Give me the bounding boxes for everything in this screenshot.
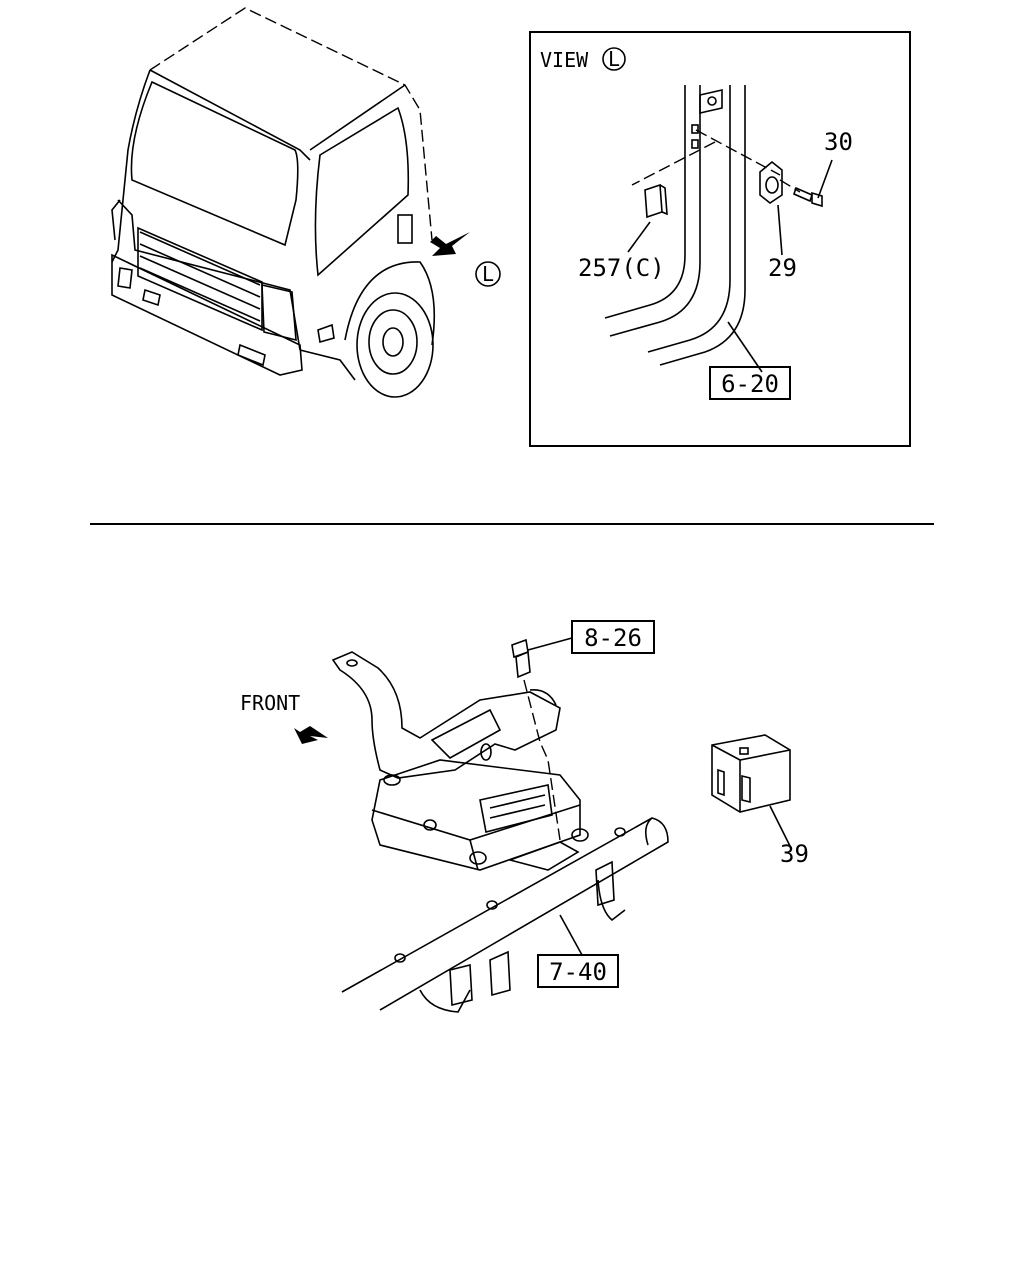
ecu-bracket-assembly <box>331 637 589 871</box>
callout-29: 29 <box>768 254 797 282</box>
ref-box-6-20 <box>709 366 791 400</box>
front-direction-indicator: FRONT <box>240 691 328 744</box>
truck-cab-illustration <box>111 7 436 398</box>
cab-view-marker: L <box>475 261 501 287</box>
ref-6-20: 6-20 <box>721 370 779 398</box>
ref-box-8-26 <box>571 620 655 654</box>
ref-box-7-40-group: 7-40 <box>537 954 619 988</box>
view-title: VIEW <box>540 48 589 72</box>
view-l-inset: VIEW L 30 29 257(C) <box>529 31 911 447</box>
frame-crossmember <box>341 817 669 1013</box>
front-arrow-icon <box>294 726 328 744</box>
view-marker-letter: L <box>608 47 620 71</box>
relay-part-39: 39 <box>711 734 809 868</box>
inset-frame <box>529 31 911 447</box>
front-label: FRONT <box>240 691 300 715</box>
ref-8-26: 8-26 <box>584 624 642 652</box>
callout-257c: 257(C) <box>578 254 665 282</box>
ref-7-40: 7-40 <box>549 958 607 986</box>
callout-30: 30 <box>824 128 853 156</box>
cab-view-marker-letter: L <box>482 262 494 286</box>
ref-box-8-26-group: 8-26 <box>571 620 655 654</box>
ref-box-7-40 <box>537 954 619 988</box>
view-arrow-icon <box>430 232 470 256</box>
callout-39: 39 <box>780 840 809 868</box>
